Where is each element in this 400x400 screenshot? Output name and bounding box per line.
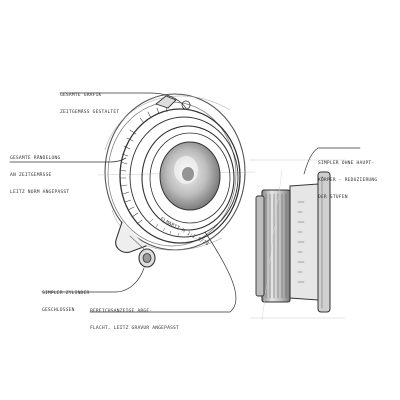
annotation-right: Simpler ohne Haupt- körper - Reduzierung… (318, 150, 377, 206)
name-ring (141, 125, 235, 231)
annotation-bottom: Bereichsanzeige Abge- Flacht, Leitz Grav… (90, 298, 179, 337)
leader-lines (9, 92, 361, 313)
annotation-lug-line-2: Geschlossen (42, 307, 75, 313)
leader-knurl (9, 157, 127, 163)
top-screw (181, 100, 191, 110)
annotation-top-line-2: zeitgemäss gestaltet (60, 109, 120, 115)
focus-lever (115, 221, 156, 268)
focus-ring-outer (119, 108, 241, 244)
leader-lug (41, 267, 145, 293)
leader-top (59, 92, 187, 109)
side-knurl (265, 193, 287, 299)
annotation-right-line-3: der Stufen (318, 194, 348, 200)
annotation-lug: Simpler Zylinder Geschlossen (42, 280, 89, 319)
annotation-bottom-line-2: Flacht, Leitz Gravur angepasst (90, 325, 179, 331)
distance-scale-marks (149, 218, 180, 237)
lens-front-view (97, 93, 256, 268)
knurl-ticks (119, 105, 168, 225)
annotation-top: Gesamte Grafik zeitgemäss gestaltet (60, 82, 119, 121)
annotation-right-line-2: körper - Reduzierung (318, 177, 378, 183)
name-ring-inner (149, 132, 231, 224)
side-front-ring (255, 195, 265, 297)
annotation-bottom-line-1: Bereichsanzeige Abge- (90, 309, 153, 315)
leader-bottom (89, 231, 237, 313)
focus-ring-inner (129, 116, 239, 238)
side-scale-ticks (297, 201, 305, 283)
annotation-top-line-1: Gesamte Grafik (60, 93, 102, 99)
top-tab (155, 95, 177, 109)
annotation-knurl-line-2: an Zeitgemässe (10, 172, 52, 178)
lens-side-view (249, 159, 346, 321)
annotation-lug-line-1: Simpler Zylinder (42, 291, 90, 297)
annotation-knurl-line-1: Gesamte Rändelung (10, 156, 61, 162)
glass-center (182, 167, 194, 181)
leader-right (303, 147, 361, 175)
annotation-right-line-1: Simpler ohne Haupt- (318, 161, 375, 167)
annotation-knurl: Gesamte Rändelung an Zeitgemässe Leitz N… (10, 145, 69, 201)
annotation-knurl-line-3: Leitz Norm angepasst (10, 189, 70, 195)
